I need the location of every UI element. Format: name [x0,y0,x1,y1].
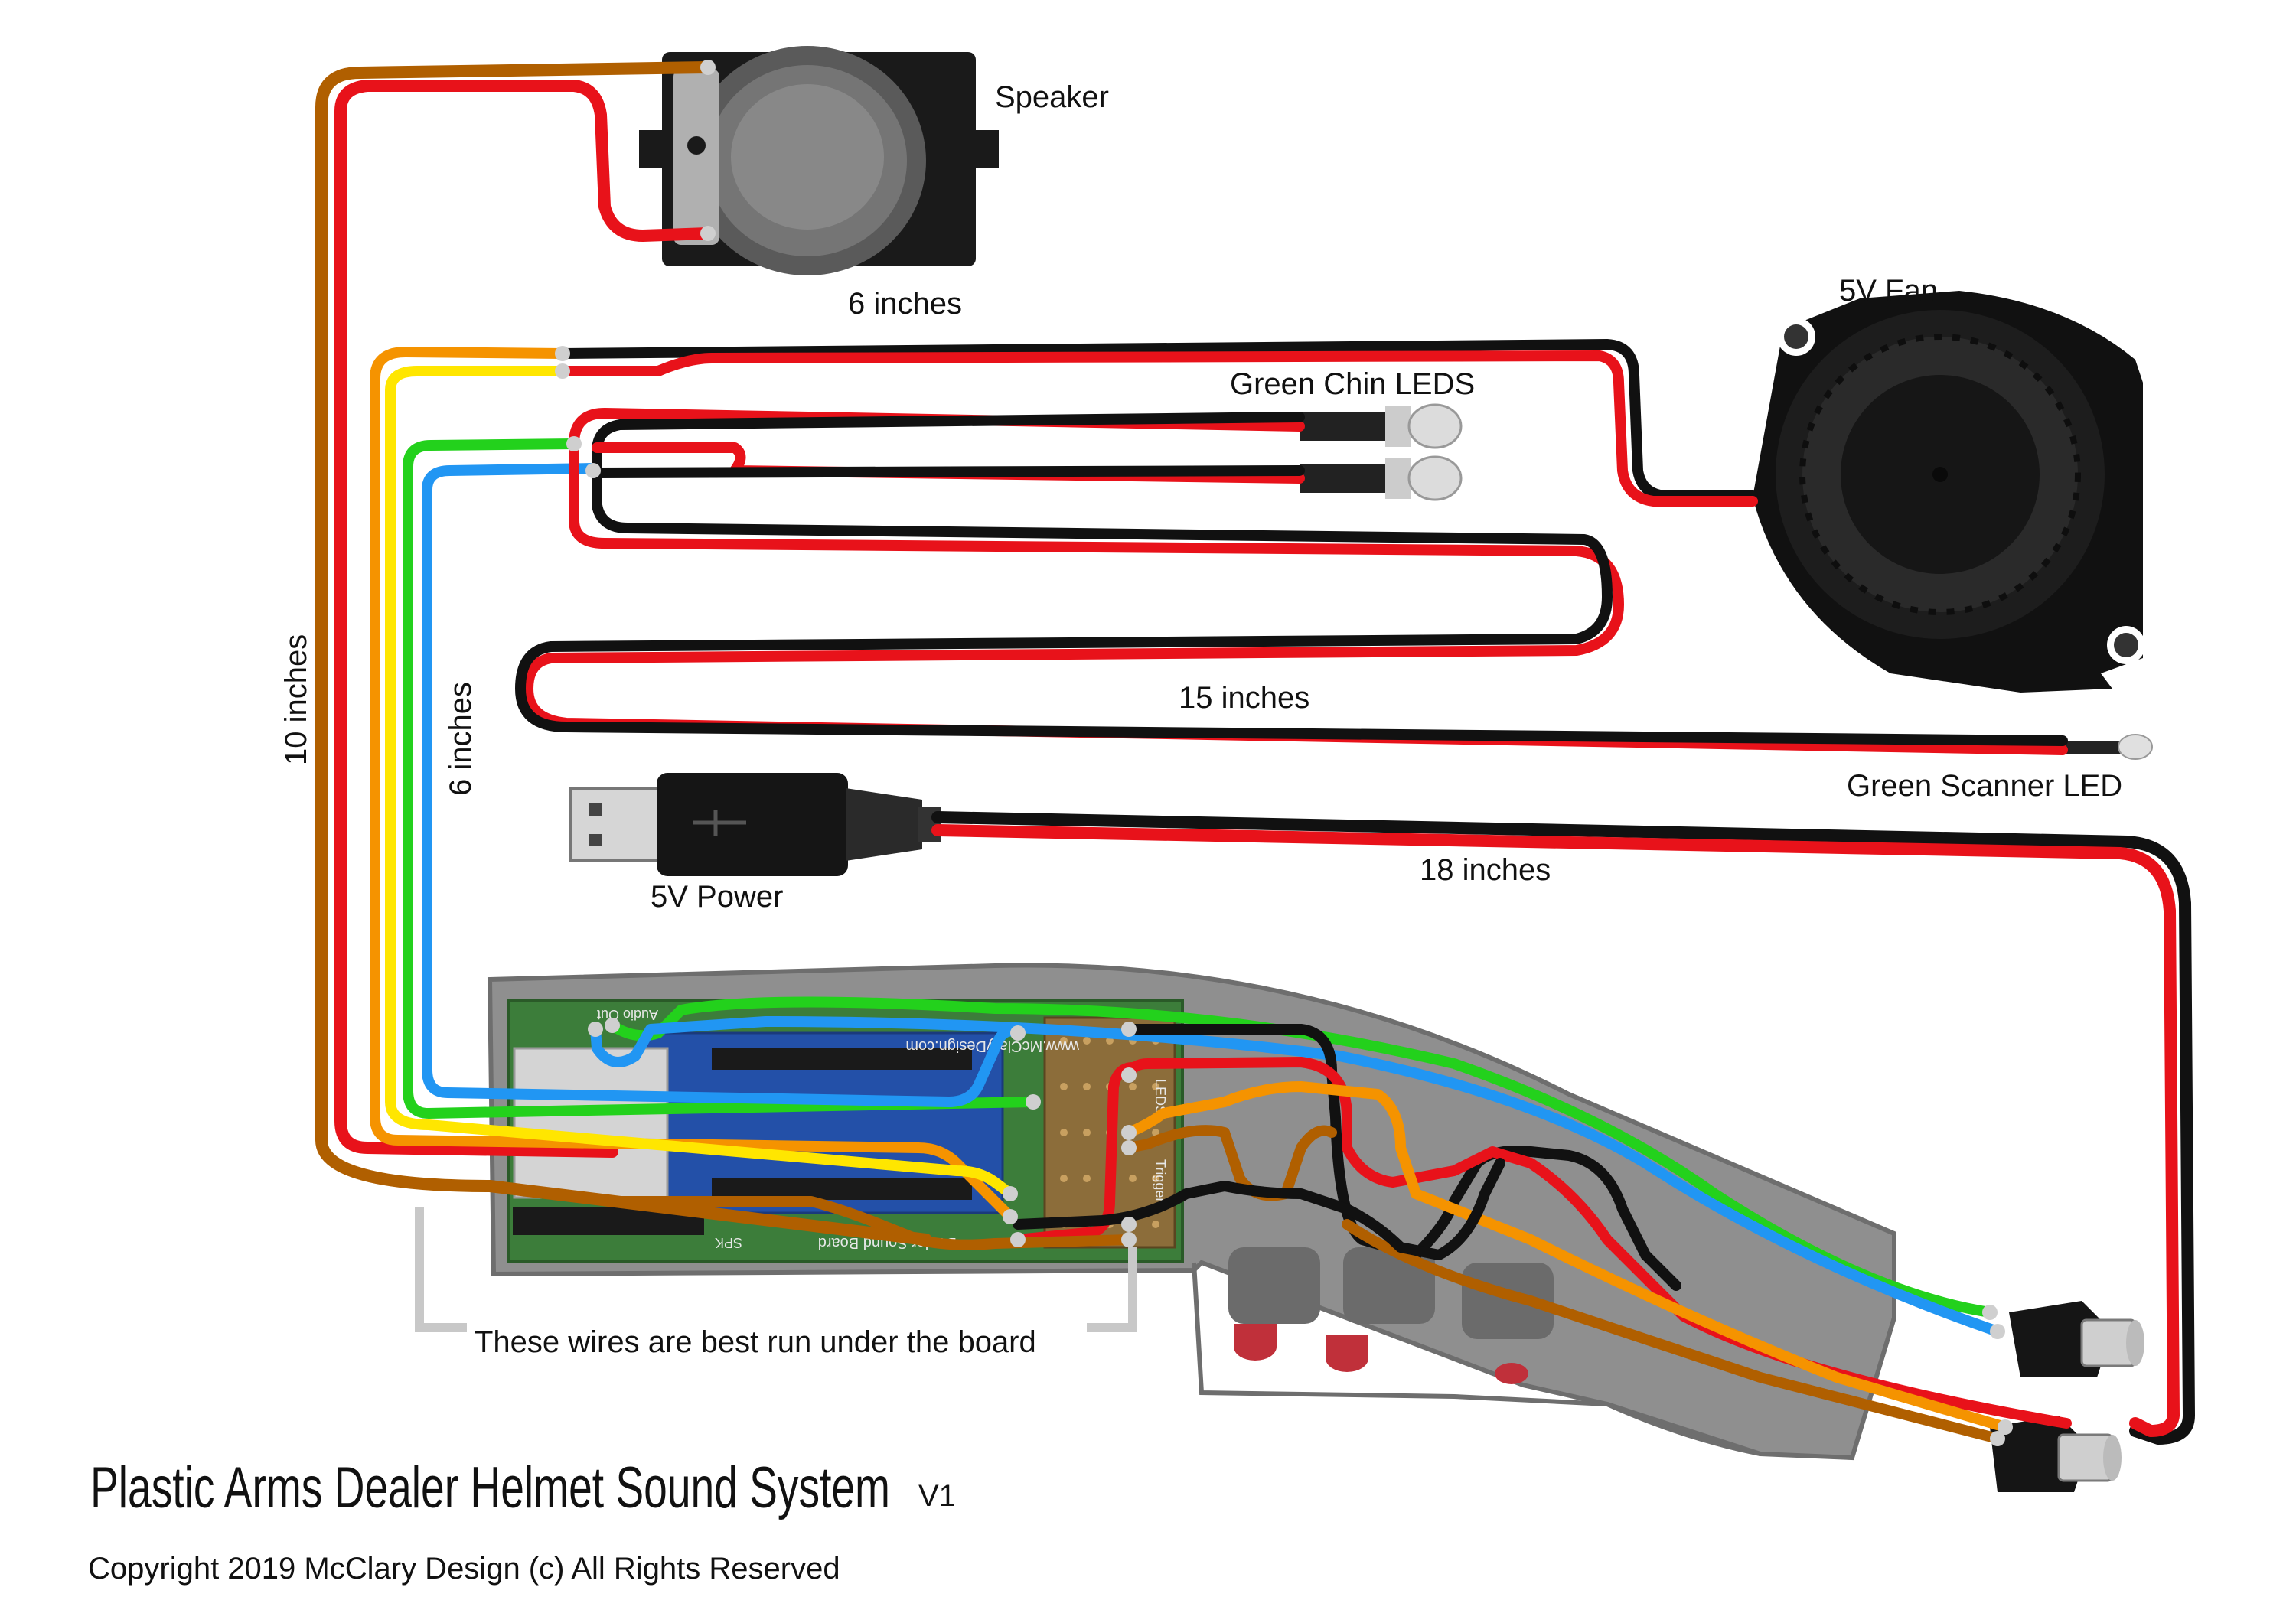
chin-leds-label: Green Chin LEDS [1230,367,1475,401]
speaker-icon [639,46,999,275]
silk-trigger: Trigger [1153,1159,1168,1202]
fan-icon [1753,291,2145,693]
long-loop-length: 10 inches [279,634,313,765]
silk-audio-out: Audio Out [597,1007,658,1022]
silk-leds: LEDS [1153,1079,1168,1115]
wire-red-speaker [334,80,714,1158]
wire-board-orange [1124,1081,2011,1432]
usb-plug-icon [569,773,941,876]
led-icon [1300,403,1463,501]
version-label: V1 [918,1479,956,1513]
wire-orange [370,347,1016,1222]
audio-jack-icon [1990,1416,2122,1492]
wire-green [403,438,1039,1119]
push-button-icon [1228,1247,1554,1384]
wire-blue [422,463,1023,1107]
power-wire-length: 18 inches [1420,853,1551,887]
led-icon [2063,734,2153,760]
wire-fan-black [557,339,1758,501]
speaker-label: Speaker [995,80,1109,114]
wire-power-red [931,824,2180,1437]
wire-fan-red [557,350,1758,507]
page-title: Plastic Arms Dealer Helmet Sound System [90,1455,890,1520]
wire-brown-speaker [315,61,932,1246]
board-note-bracket [415,1207,1137,1332]
scanner-wire-length: 15 inches [1179,681,1309,715]
wire-chin-black-1 [515,412,2068,746]
power-label: 5V Power [651,880,783,914]
wire-blue-board [590,1016,2003,1337]
wire-chin-red-1 [523,408,2068,755]
speaker-wire-length: 6 inches [848,287,962,321]
silk-spk: SPK [715,1235,742,1250]
wire-board-brown-2 [607,1196,2003,1444]
blue-green-run-length: 6 inches [444,682,478,796]
audio-jack-icon [2009,1301,2144,1377]
fan-label: 5V Fan [1839,274,1938,308]
board-note: These wires are best run under the board [475,1325,1036,1359]
sound-board-pcb: Audio Out www.McClaryDesign.com Dealer S… [507,999,1184,1263]
wire-chin-black-2 [592,465,1305,478]
wire-yellow [385,366,1016,1199]
solder-points [555,60,2013,1446]
scanner-led-label: Green Scanner LED [1847,769,2122,803]
copyright-line: Copyright 2019 McClary Design (c) All Ri… [88,1552,840,1586]
wire-board-black-2 [1013,1158,1505,1260]
wire-power-black [931,811,2195,1445]
